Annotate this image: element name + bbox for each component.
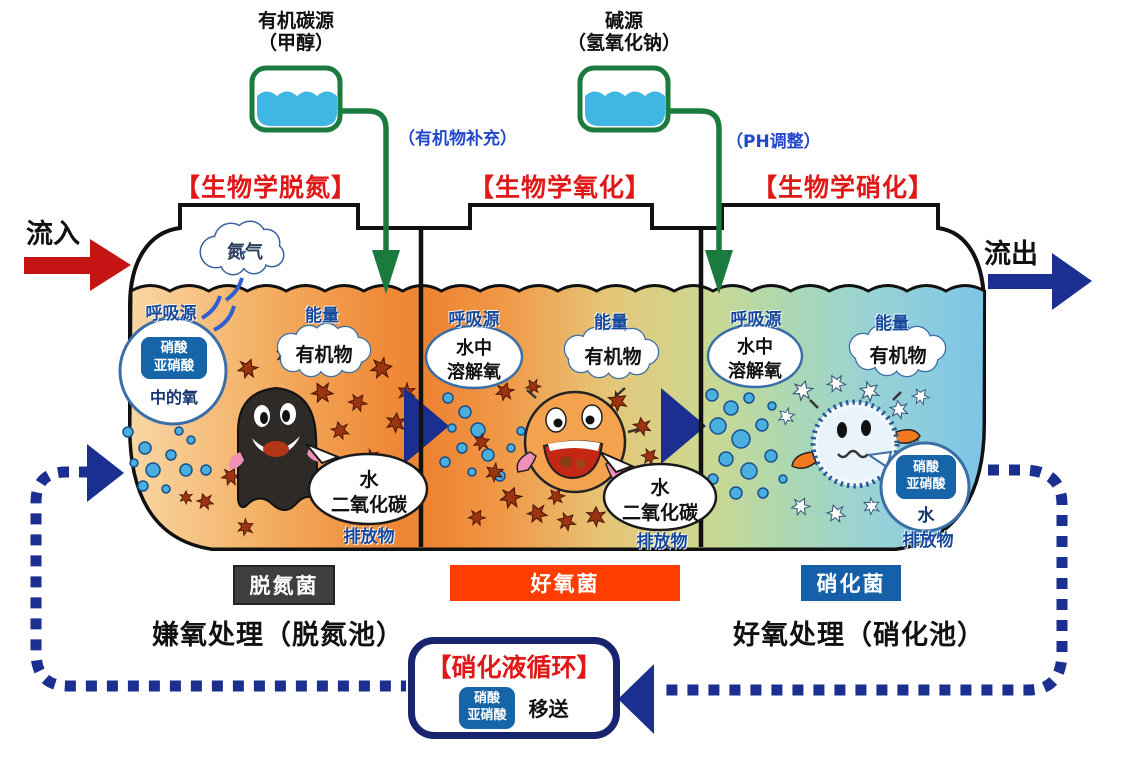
s1-oxygen-of-label: 中的氧 [149,388,199,407]
s3-nitrate-chip: 硝酸 亚硝酸 [896,455,956,499]
s3-dissolved-o2-line1: 水中 [737,337,773,358]
nitrifying-bacteria-label: 硝化菌 [816,572,886,596]
nitrified-liquid-recycle-box: 【硝化液循环】 硝酸 亚硝酸 移送 [408,637,620,739]
alkali-source-subtitle: （氢氧化钠） [566,32,682,54]
s1-organic-cloud [276,322,372,378]
carbon-source-subtitle: （甲醇） [257,32,335,54]
s1-water-co2-bubble [305,443,429,526]
section-arrow-1 [404,388,449,464]
s2-co2-label: 二氧化碳 [621,502,699,524]
alkali-source-label: 碱源 （氢氧化钠） [567,10,681,54]
s2-dissolved-o2-line1: 水中 [456,338,492,359]
s3-respiration-source-label: 呼吸源 [730,310,782,330]
s1-energy-label: 能量 [305,306,339,326]
outflow-label: 流出 [984,239,1038,270]
s3-dissolved-o2-line2: 溶解氧 [728,361,782,382]
recycle-nitrate-chip: 硝酸 亚硝酸 [459,687,515,729]
s1-organic-label: 有机物 [295,344,353,366]
s1-nitrate-line1: 硝酸 [160,340,188,357]
aerobic-bacteria-label: 好氧菌 [530,572,600,596]
header-biological-nitrification: 【生物学硝化】 [751,173,935,202]
inflow-arrow [24,239,131,291]
alkali-source-tank [577,65,671,133]
aerobic-bacteria-box: 好氧菌 [450,565,680,601]
denitrifying-bacteria-label: 脱氮菌 [249,574,319,598]
s2-organic-cloud [563,324,660,380]
s1-oxygen-bubbles [122,426,212,494]
recycle-loop-arrow-into-tank [87,444,124,502]
carbon-dosing-pipe [340,108,400,294]
s3-organic-cloud [848,322,947,378]
alkali-source-title: 碱源 [604,10,644,32]
recycle-transfer-label: 移送 [528,697,569,722]
s2-water-label: 水 [650,477,670,499]
nitrifying-bacteria-character [791,391,921,489]
s2-emission-label: 排放物 [636,532,688,552]
nitrogen-bubble-trail-icon [200,277,244,332]
header-biological-denitrification: 【生物学脱氮】 [174,173,358,202]
recycle-nitrate-line1: 硝酸 [473,691,500,706]
outflow-arrow [988,253,1092,310]
s3-dissolved-oxygen-bubble [706,323,804,389]
inflow-label: 流入 [26,219,80,250]
s1-nitrate-line2: 亚硝酸 [153,358,195,374]
nitrogen-gas-cloud [199,220,285,276]
organic-supplement-note: （有机物补充） [398,129,517,149]
s3-emission-label: 排放物 [902,531,954,551]
denitrifying-bacteria-box: 脱氮菌 [233,565,335,605]
s3-nitrate-line1: 硝酸 [912,460,939,476]
nitrifying-bacteria-box: 硝化菌 [801,565,901,601]
carbon-source-label: 有机碳源 （甲醇） [258,10,334,54]
s2-respiration-source-label: 呼吸源 [448,310,500,330]
alkali-dosing-pipe [668,108,733,294]
s2-dissolved-oxygen-bubble [424,324,524,390]
s3-water-label: 水 [917,506,935,526]
recycle-loop-arrow-into-box [618,664,654,734]
carbon-source-title: 有机碳源 [257,10,335,32]
s1-co2-label: 二氧化碳 [330,494,408,516]
denitrifying-bacteria-character [229,386,323,511]
section-arrow-2 [661,388,706,464]
recycle-title: 【硝化液循环】 [426,653,602,682]
s2-water-co2-bubble [599,451,718,532]
carbon-source-tank [249,65,343,133]
aerobic-treatment-caption: 好氧处理（硝化池） [733,620,985,651]
s3-nitrate-line2: 亚硝酸 [906,477,946,492]
anaerobic-treatment-caption: 嫌氧处理（脱氮池） [152,620,404,651]
s1-nitrate-chip: 硝酸 亚硝酸 [141,337,207,379]
recycle-loop-dashed-right [660,464,1068,696]
s2-oxygen-bubbles [439,392,526,482]
recycle-nitrate-line2: 亚硝酸 [467,707,507,723]
ph-adjust-note: （PH调整） [726,132,821,152]
s1-emission-label: 排放物 [343,527,395,547]
s3-organic-label: 有机物 [869,345,927,367]
s3-energy-label: 能量 [875,314,909,334]
s1-water-label: 水 [359,469,379,491]
recycle-loop-dashed-left [30,466,406,692]
s2-organic-label: 有机物 [584,346,642,368]
s1-respiration-source-label: 呼吸源 [145,304,197,324]
s2-energy-label: 能量 [594,313,628,333]
s3-oxygen-bubbles [705,388,788,500]
s1-nitrogen-gas-label: 氮气 [227,242,263,263]
header-biological-oxidation: 【生物学氧化】 [468,173,652,202]
s2-dissolved-o2-line2: 溶解氧 [447,362,501,383]
